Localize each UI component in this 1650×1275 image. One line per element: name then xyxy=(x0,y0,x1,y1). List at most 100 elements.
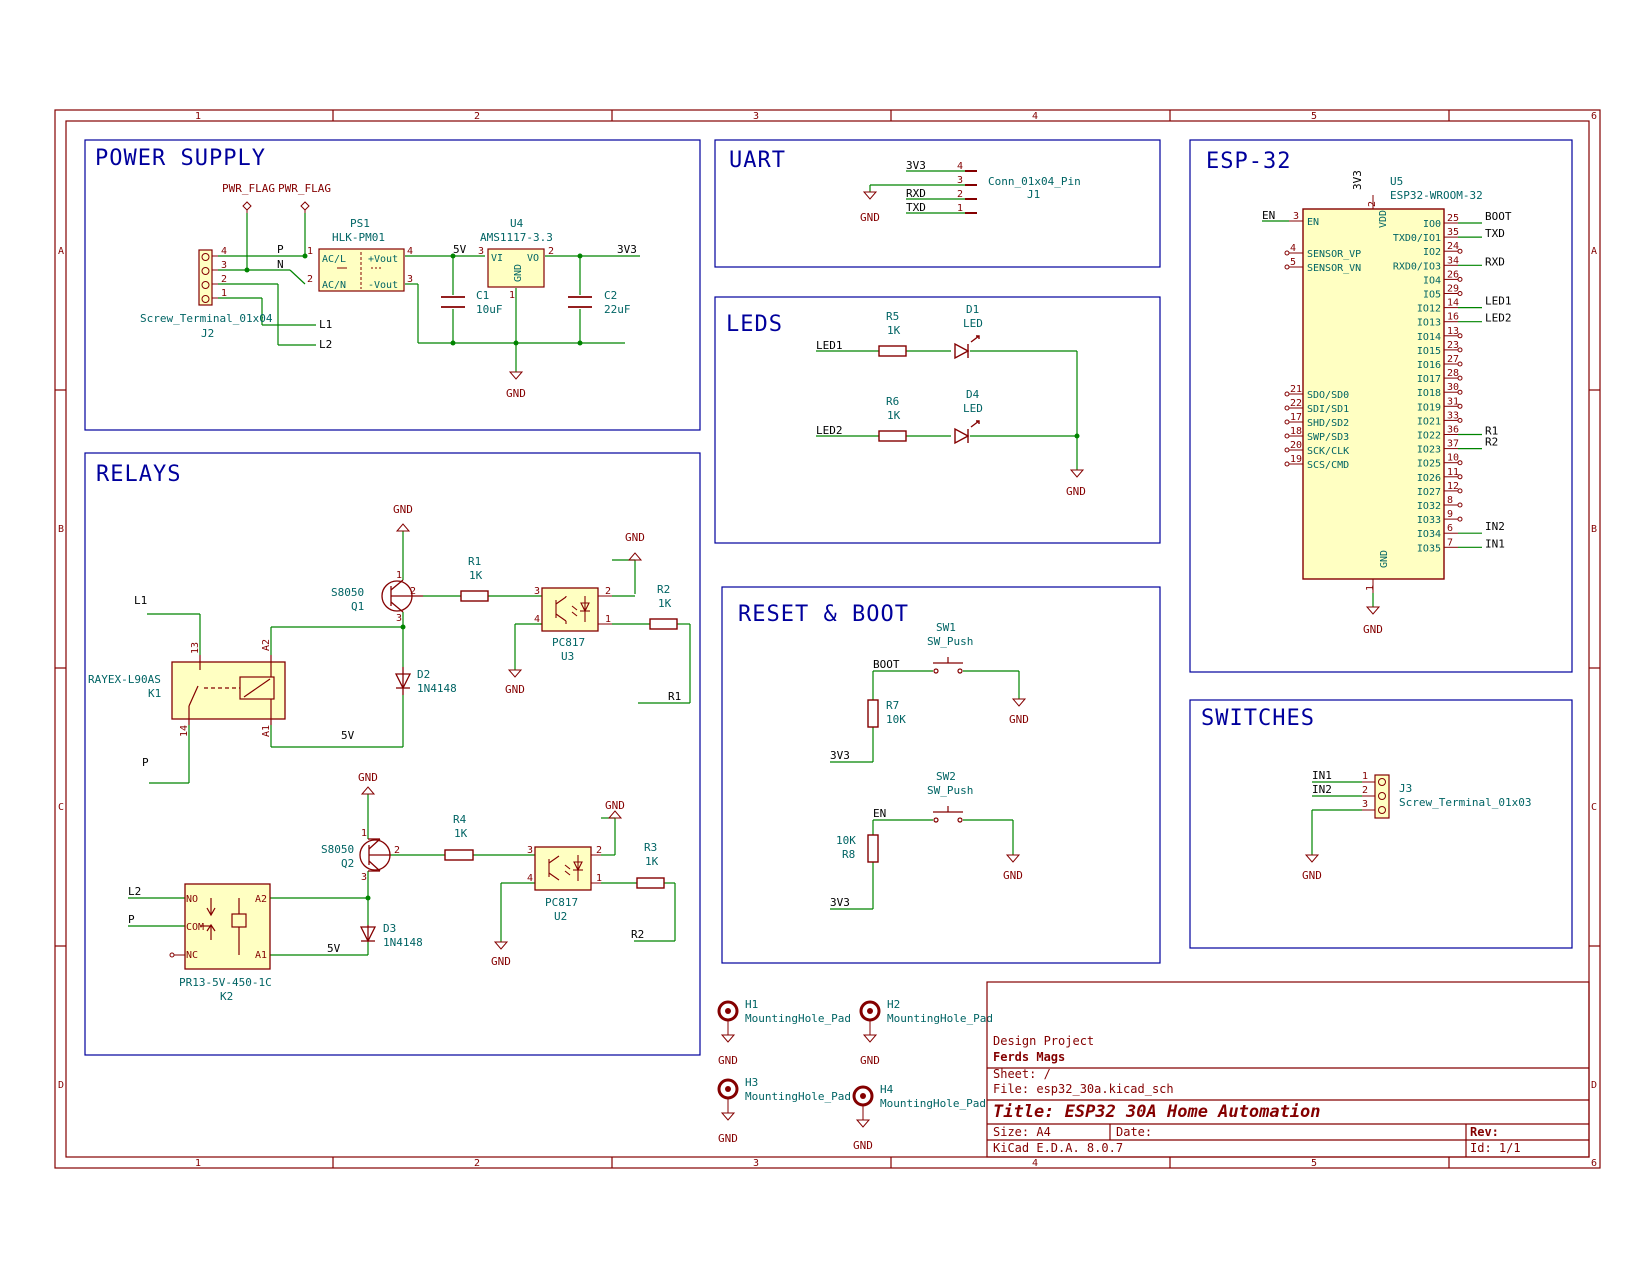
mounting-hole-h1 xyxy=(717,1000,739,1043)
frame-col: 2 xyxy=(474,1158,480,1169)
j1-ref: J1 xyxy=(1027,188,1040,201)
esp-power-net: 3V3 xyxy=(1351,170,1364,190)
u4-ref: U4 xyxy=(510,217,524,230)
frame-col: 3 xyxy=(753,111,759,122)
frame-row: A xyxy=(58,246,64,257)
d4-value: LED xyxy=(963,402,983,415)
d2-value: 1N4148 xyxy=(417,682,457,695)
esp32-right-pins xyxy=(1444,222,1458,548)
mounting-holes xyxy=(717,1000,881,1128)
resistor-symbol xyxy=(636,877,665,889)
pin-num: 13 xyxy=(190,642,201,654)
section-esp-box xyxy=(1189,139,1573,673)
esp-pin-name: IO35 xyxy=(1417,543,1441,554)
u5-ref: U5 xyxy=(1390,175,1403,188)
esp-pin-name: IO13 xyxy=(1417,318,1441,329)
esp-pin-name: IO4 xyxy=(1423,275,1441,286)
esp-pin-name: IO34 xyxy=(1417,529,1441,540)
frame-row: B xyxy=(1591,524,1597,535)
net-label-n: N xyxy=(277,258,284,271)
tb-sheet: Sheet: / xyxy=(993,1067,1051,1081)
esp-nc-pin xyxy=(1457,291,1463,296)
gnd-label: GND xyxy=(605,799,625,812)
esp-nc-pin xyxy=(1457,516,1463,522)
pin-num: 1 xyxy=(361,828,367,839)
frame-row: A xyxy=(1591,246,1597,257)
r4-ref: R4 xyxy=(453,813,467,826)
esp-net-label: RXD xyxy=(1485,255,1505,268)
frame-col: 6 xyxy=(1591,111,1597,122)
esp-pin-num: 4 xyxy=(1290,243,1296,254)
esp-pin-num: 13 xyxy=(1447,326,1459,337)
pin-num: 4 xyxy=(957,161,963,172)
u4-pin-name: VO xyxy=(527,253,539,264)
gnd-symbol xyxy=(1304,854,1320,863)
esp-pin-num: 11 xyxy=(1447,467,1459,478)
esp-pin-num: 26 xyxy=(1447,269,1459,280)
section-title-reset: RESET & BOOT xyxy=(738,602,909,627)
pin-num: 2 xyxy=(548,246,554,257)
section-uart-box xyxy=(714,139,1161,268)
esp-pin-num: 10 xyxy=(1447,453,1459,464)
r1-value: 1K xyxy=(469,569,483,582)
relay2-wires xyxy=(128,794,676,956)
esp-nc-pin xyxy=(1284,250,1290,256)
esp-nc-pin xyxy=(1284,447,1290,453)
esp-pin-name: SENSOR_VN xyxy=(1307,263,1361,274)
esp-nc-pin xyxy=(1457,248,1463,254)
esp-pin-num: 18 xyxy=(1290,426,1302,437)
esp-nc-pin xyxy=(1284,461,1290,467)
esp-pin-name: IO32 xyxy=(1417,501,1441,512)
esp-pin-name: IO0 xyxy=(1423,219,1441,230)
net-label-boot: BOOT xyxy=(873,658,900,671)
esp-pin-num: 34 xyxy=(1447,255,1459,266)
tb-company-header: Design Project xyxy=(993,1034,1094,1048)
r2-value: 1K xyxy=(658,597,672,610)
gnd-label: GND xyxy=(1363,623,1383,636)
esp-pin-name: SDI/SD1 xyxy=(1307,404,1349,415)
esp-en-net: EN xyxy=(1262,209,1275,222)
gnd-label: GND xyxy=(393,503,413,516)
gnd-label: GND xyxy=(860,1054,880,1067)
esp-pin-name: IO23 xyxy=(1417,445,1441,456)
frame-row: B xyxy=(58,524,64,535)
pin-num: 1 xyxy=(596,873,602,884)
esp-pin-name: IO5 xyxy=(1423,290,1441,301)
u3-ref: U3 xyxy=(561,650,574,663)
esp-net-label: IN1 xyxy=(1485,537,1505,550)
gnd-label: GND xyxy=(358,771,378,784)
tb-tool: KiCad E.D.A. 8.0.7 xyxy=(993,1141,1123,1155)
esp-pin-num: 23 xyxy=(1447,340,1459,351)
esp-nc-pin xyxy=(1457,347,1463,353)
k2-pin-name: COM xyxy=(186,922,204,933)
pin-num: 1 xyxy=(957,203,963,214)
frame-labels: 1 2 3 4 5 6 1 2 3 4 5 6 A B C D A B C D xyxy=(58,111,1597,1169)
c1-value: 10uF xyxy=(476,303,503,316)
gnd-symbol xyxy=(1005,698,1027,863)
esp-nc-pin xyxy=(1457,276,1463,282)
esp-pin-num: 12 xyxy=(1447,481,1459,492)
esp-nc-pin xyxy=(1457,333,1463,339)
tb-title: Title: ESP32 30A Home Automation xyxy=(993,1102,1321,1122)
esp-nc-pin xyxy=(1457,460,1463,466)
esp-pin-name: SCK/CLK xyxy=(1307,446,1349,457)
esp-pin-num: 27 xyxy=(1447,354,1459,365)
gnd-symbol-up xyxy=(360,786,376,795)
r8-ref: R8 xyxy=(842,848,855,861)
frame-col: 4 xyxy=(1032,111,1038,122)
ps1-pin-name: +Vout xyxy=(368,254,398,265)
pin-num: 1 xyxy=(1365,585,1376,591)
esp-pin-name: SHD/SD2 xyxy=(1307,418,1349,429)
q1-ref: Q1 xyxy=(351,600,364,613)
r4-value: 1K xyxy=(454,827,468,840)
pin-num: 2 xyxy=(596,845,602,856)
gnd-label: GND xyxy=(625,531,645,544)
esp-net-label: LED1 xyxy=(1485,295,1512,308)
resistor-symbol xyxy=(878,345,907,442)
net-label-r1: R1 xyxy=(668,690,681,703)
esp-pin-name: SCS/CMD xyxy=(1307,460,1349,471)
esp-net-label: LED2 xyxy=(1485,312,1512,325)
tb-size: Size: A4 xyxy=(993,1125,1051,1139)
j2-pin-num: 2 xyxy=(221,274,227,285)
r5-ref: R5 xyxy=(886,310,899,323)
